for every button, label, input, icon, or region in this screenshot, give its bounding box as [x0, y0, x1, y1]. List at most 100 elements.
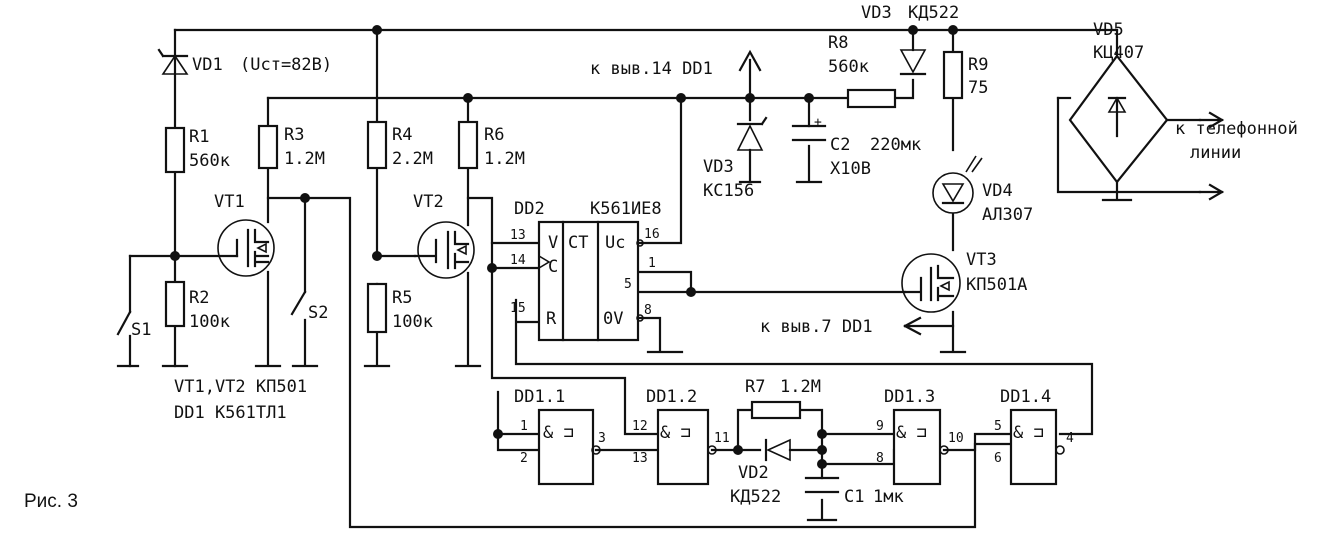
dd1-1-ref: DD1.1 — [514, 387, 565, 407]
r5-body — [366, 282, 388, 334]
vt3-value: КП501А — [966, 275, 1027, 295]
dd2-pin-13: 13 — [510, 228, 526, 243]
dd2-counter — [537, 220, 644, 342]
vd2-value: КД522 — [730, 487, 781, 507]
dd1-3-body — [892, 408, 942, 486]
counter-uc: Uс — [605, 233, 625, 253]
pin-numbers: 13 14 15 16 1 5 8 1 2 3 12 13 11 9 8 10 … — [510, 227, 1074, 466]
s1-symbol — [116, 310, 132, 336]
r1-body — [164, 126, 186, 174]
r4-value: 2.2М — [392, 149, 433, 169]
counter-r: R — [546, 309, 557, 329]
vt2-symbol — [413, 221, 475, 279]
vd3-zener-ref: VD3 — [703, 157, 734, 177]
parts-note-1: VT1,VT2 КП501 — [174, 377, 307, 397]
transistors — [217, 219, 961, 313]
vt1-ref: VT1 — [214, 192, 245, 212]
figure-caption: Рис. 3 — [24, 491, 78, 512]
vd3-top-value: КД522 — [908, 3, 959, 23]
g2-pin-11: 11 — [714, 431, 730, 446]
vd2-ref: VD2 — [738, 463, 769, 483]
s1-ref: S1 — [131, 320, 151, 340]
vd3-top-ref: VD3 — [861, 3, 892, 23]
g2-pin-13: 13 — [632, 451, 648, 466]
c2-value: 220мк — [870, 135, 921, 155]
dd2-pin-16: 16 — [644, 227, 660, 242]
g2-pin-12: 12 — [632, 419, 648, 434]
c2-rating: Х10В — [830, 159, 871, 179]
vd4-value: АЛ307 — [982, 205, 1033, 225]
r8-value: 560к — [828, 57, 869, 77]
vt2-ref: VT2 — [413, 192, 444, 212]
switches — [116, 290, 307, 336]
vd3-diode-symbol — [899, 49, 927, 76]
resistors — [164, 50, 964, 420]
dd2-ref: DD2 — [514, 199, 545, 219]
r4-body — [366, 120, 388, 170]
r8-ref: R8 — [828, 33, 848, 53]
vt3-symbol — [901, 253, 961, 313]
dd1-4-ref: DD1.4 — [1000, 387, 1051, 407]
r4-ref: R4 — [392, 125, 412, 145]
g1-pin-1: 1 — [520, 419, 528, 434]
labels: VD1 (Uст=82В) R1 560к R2 100к R3 1.2М R4… — [24, 3, 1298, 512]
c2-plus: + — [814, 115, 822, 130]
g4-pin-4: 4 — [1066, 431, 1074, 446]
g1-pin-3: 3 — [598, 431, 606, 446]
g1-pin-2: 2 — [520, 451, 528, 466]
c1-symbol — [804, 476, 840, 494]
r5-value: 100к — [392, 312, 433, 332]
diodes — [157, 48, 1169, 462]
s2-symbol — [290, 290, 307, 316]
dd1-2-ref: DD1.2 — [646, 387, 697, 407]
c1-ref: C1 — [844, 487, 864, 507]
g4-pin-6: 6 — [994, 451, 1002, 466]
vd1-ref: VD1 — [192, 55, 223, 75]
r7-value: 1.2М — [780, 377, 821, 397]
r6-value: 1.2М — [484, 149, 525, 169]
counter-c: С — [548, 257, 558, 277]
dd1-2-body — [656, 408, 710, 486]
dd2-pin-14: 14 — [510, 253, 526, 268]
vd4-led-symbol — [932, 155, 983, 214]
vd3-zener-symbol — [736, 116, 768, 151]
r3-ref: R3 — [284, 125, 304, 145]
g4-pin-5: 5 — [994, 419, 1002, 434]
r7-body — [750, 400, 802, 420]
vd1-symbol — [157, 48, 189, 75]
to-pin14-note: к выв.14 DD1 — [590, 59, 713, 79]
to-pin7-arrow — [903, 316, 922, 336]
counter-ct: СТ — [568, 233, 588, 253]
counter-ov: 0V — [603, 309, 623, 329]
r1-ref: R1 — [189, 127, 209, 147]
c1-value: 1мк — [873, 487, 904, 507]
r2-value: 100к — [189, 312, 230, 332]
r8-body — [846, 88, 897, 109]
r3-body — [257, 124, 279, 170]
dd1-3-ref: DD1.3 — [884, 387, 935, 407]
vt1-symbol — [217, 219, 275, 277]
r1-value: 560к — [189, 151, 230, 171]
dd2-pin-8: 8 — [644, 303, 652, 318]
r6-ref: R6 — [484, 125, 504, 145]
s2-ref: S2 — [308, 303, 328, 323]
gate-symbols: & ⊐ & ⊐ & ⊐ & ⊐ — [543, 423, 1044, 443]
arrows — [738, 49, 1225, 336]
g3-pin-8: 8 — [876, 451, 884, 466]
dd1-1-body — [537, 408, 595, 486]
vd5-bridge-symbol — [1068, 54, 1169, 184]
logic-gates — [537, 408, 1065, 486]
g3-symbol: & ⊐ — [896, 423, 927, 443]
r9-value: 75 — [968, 78, 988, 98]
r5-ref: R5 — [392, 288, 412, 308]
counter-labels: V С R СТ Uс 0V — [546, 233, 625, 329]
r2-ref: R2 — [189, 288, 209, 308]
r3-value: 1.2М — [284, 149, 325, 169]
phone-line-2: линии — [1190, 143, 1241, 163]
dd2-pin-15: 15 — [510, 301, 526, 316]
r9-body — [942, 50, 964, 100]
r2-body — [164, 280, 186, 328]
parts-note-2: DD1 К561ТЛ1 — [174, 403, 287, 423]
c2-symbol — [791, 124, 827, 142]
